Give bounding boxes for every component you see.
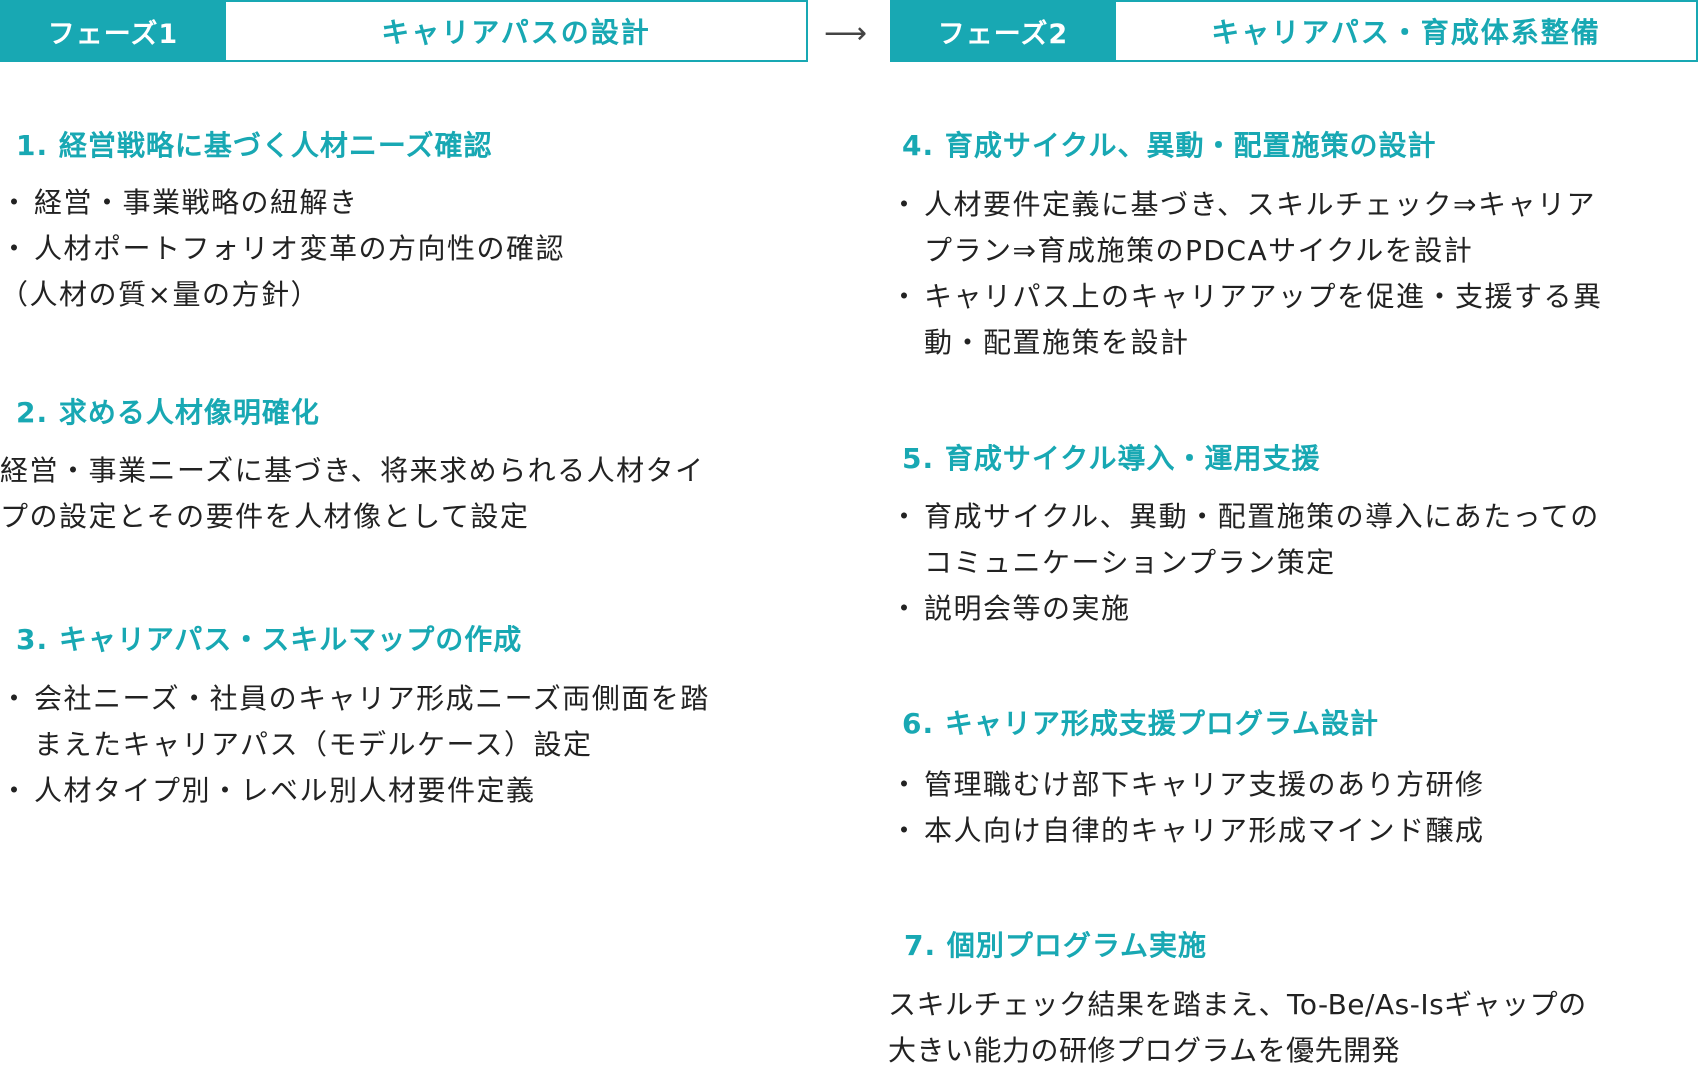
bullet-text: 人材ポートフォリオ変革の方向性の確認 [34, 232, 566, 265]
arrow-icon: ⟶ [824, 16, 868, 51]
bullet-text: 本人向け自律的キャリア形成マインド醸成 [924, 814, 1485, 847]
step5-bullets: 育成サイクル、異動・配置施策の導入にあたっての コミュニケーションプラン策定 説… [890, 494, 1600, 632]
bullet-text: コミュニケーションプラン策定 [924, 546, 1336, 579]
text-line: プの設定とその要件を人材像として設定 [0, 500, 530, 533]
step1-title: 1. 経営戦略に基づく人材ニーズ確認 [16, 129, 493, 162]
list-item: 管理職むけ部下キャリア支援のあり方研修 [890, 762, 1485, 808]
bullet-text: まえたキャリアパス（モデルケース）設定 [34, 728, 593, 761]
bullet-text: プラン⇒育成施策のPDCAサイクルを設計 [924, 234, 1474, 267]
text-line: スキルチェック結果を踏まえ、To-Be/As-Isギャップの [888, 988, 1587, 1021]
phase2-tag: フェーズ2 [890, 0, 1116, 62]
bullet-text: 説明会等の実施 [924, 592, 1131, 625]
text-line: 経営・事業ニーズに基づき、将来求められる人材タイ [0, 454, 705, 487]
list-item: 育成サイクル、異動・配置施策の導入にあたっての コミュニケーションプラン策定 [890, 494, 1600, 586]
step6-title: 6. キャリア形成支援プログラム設計 [902, 707, 1380, 740]
list-item: 経営・事業戦略の紐解き [0, 180, 565, 226]
list-item: 人材ポートフォリオ変革の方向性の確認 [0, 226, 566, 272]
bullet-text: 動・配置施策を設計 [924, 326, 1190, 359]
step1-note: （人材の質×量の方針） [0, 278, 320, 311]
step4-bullets: 人材要件定義に基づき、スキルチェック⇒キャリア プラン⇒育成施策のPDCAサイク… [890, 182, 1603, 366]
phase1-title: キャリアパスの設計 [226, 0, 808, 62]
step3-bullets: 会社ニーズ・社員のキャリア形成ニーズ両側面を踏 まえたキャリアパス（モデルケース… [0, 676, 710, 814]
step4-title: 4. 育成サイクル、異動・配置施策の設計 [902, 129, 1437, 162]
step3-title: 3. キャリアパス・スキルマップの作成 [16, 623, 523, 656]
phase1-header: フェーズ1 キャリアパスの設計 [0, 0, 808, 62]
bullet-text: 管理職むけ部下キャリア支援のあり方研修 [924, 768, 1485, 801]
phase1-tag: フェーズ1 [0, 0, 226, 62]
list-item: 人材要件定義に基づき、スキルチェック⇒キャリア プラン⇒育成施策のPDCAサイク… [890, 182, 1603, 274]
list-item: 本人向け自律的キャリア形成マインド醸成 [890, 808, 1485, 854]
step7-title: 7. 個別プログラム実施 [904, 929, 1208, 962]
step1-bullets: 経営・事業戦略の紐解き 人材ポートフォリオ変革の方向性の確認 [0, 180, 566, 272]
text-line: 大きい能力の研修プログラムを優先開発 [888, 1034, 1401, 1067]
list-item: 説明会等の実施 [890, 586, 1600, 632]
phase2-title: キャリアパス・育成体系整備 [1116, 0, 1698, 62]
bullet-text: 経営・事業戦略の紐解き [34, 186, 359, 219]
step6-bullets: 管理職むけ部下キャリア支援のあり方研修 本人向け自律的キャリア形成マインド醸成 [890, 762, 1485, 854]
list-item: キャリパス上のキャリアアップを促進・支援する異 動・配置施策を設計 [890, 274, 1603, 366]
phase2-header: フェーズ2 キャリアパス・育成体系整備 [890, 0, 1698, 62]
step5-title: 5. 育成サイクル導入・運用支援 [902, 442, 1321, 475]
bullet-text: 会社ニーズ・社員のキャリア形成ニーズ両側面を踏 [34, 682, 710, 715]
bullet-text: 人材タイプ別・レベル別人材要件定義 [34, 774, 536, 807]
bullet-text: 育成サイクル、異動・配置施策の導入にあたっての [924, 500, 1600, 533]
step2-text: 経営・事業ニーズに基づき、将来求められる人材タイ プの設定とその要件を人材像とし… [0, 448, 705, 540]
bullet-text: 人材要件定義に基づき、スキルチェック⇒キャリア [924, 188, 1597, 221]
list-item: 会社ニーズ・社員のキャリア形成ニーズ両側面を踏 まえたキャリアパス（モデルケース… [0, 676, 710, 768]
bullet-text: キャリパス上のキャリアアップを促進・支援する異 [924, 280, 1603, 313]
list-item: 人材タイプ別・レベル別人材要件定義 [0, 768, 710, 814]
step7-text: スキルチェック結果を踏まえ、To-Be/As-Isギャップの 大きい能力の研修プ… [888, 982, 1587, 1074]
step2-title: 2. 求める人材像明確化 [16, 396, 320, 429]
